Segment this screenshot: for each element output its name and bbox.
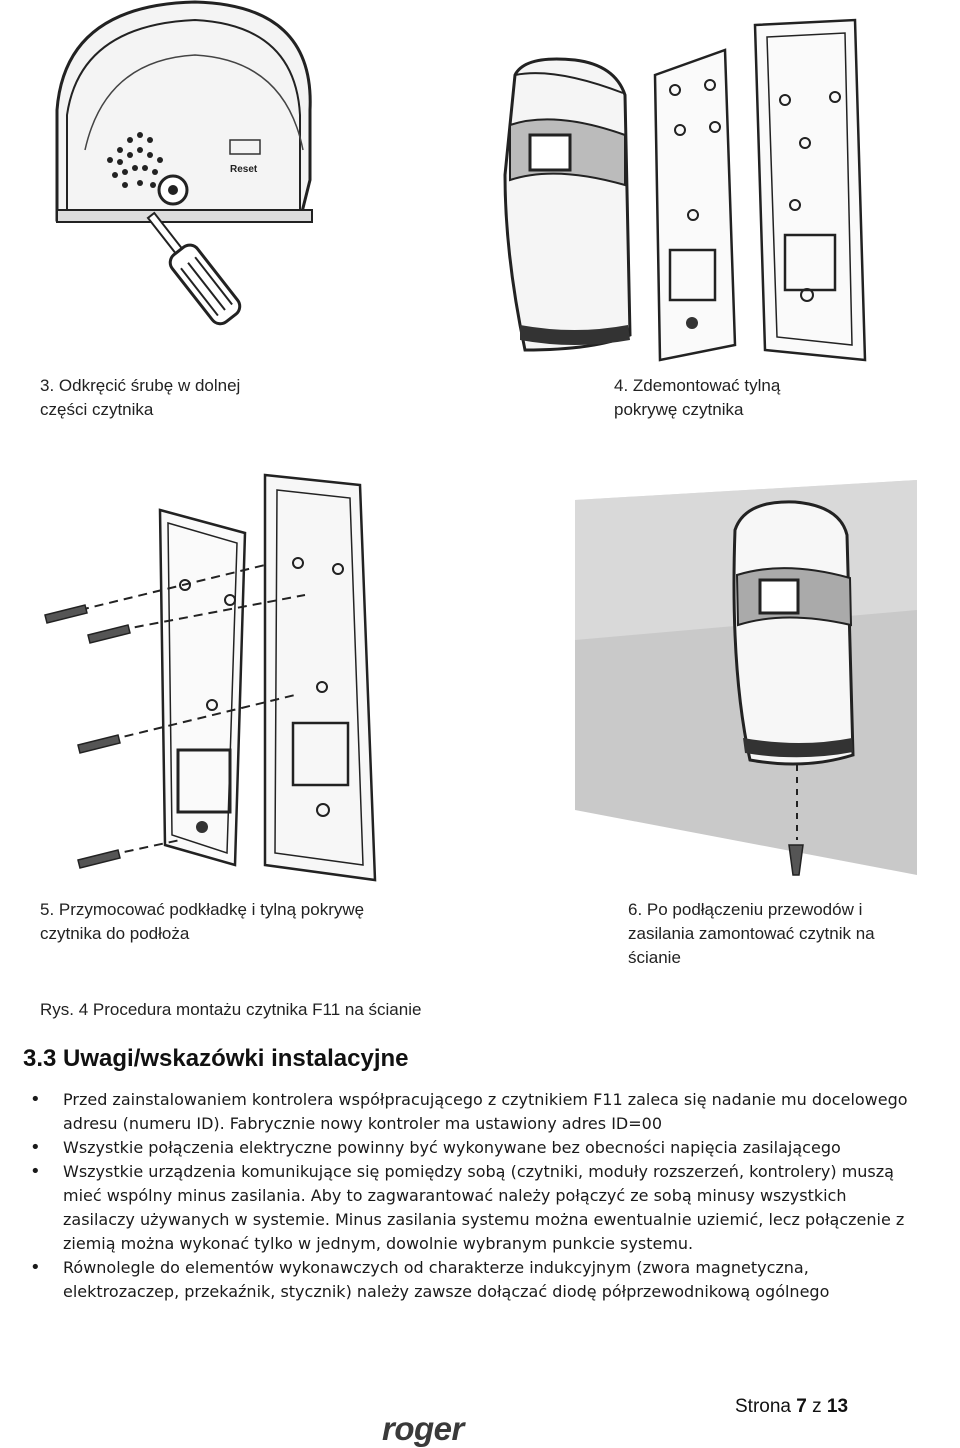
caption-line: 3. Odkręcić śrubę w dolnej: [40, 376, 241, 395]
page-number: Strona 7 z 13: [735, 1396, 848, 1418]
caption-step3: 3. Odkręcić śrubę w dolnej części czytni…: [40, 374, 240, 422]
list-item: Równolegle do elementów wykonawczych od …: [28, 1256, 908, 1304]
caption-step4: 4. Zdemontować tylną pokrywę czytnika: [614, 374, 780, 422]
figure-step3-unscrew: Reset: [45, 0, 325, 345]
caption-line: czytnika do podłoża: [40, 924, 190, 943]
figure-step5-mount-plate: [40, 465, 390, 885]
caption-line: 6. Po podłączeniu przewodów i: [628, 900, 863, 919]
list-item: Wszystkie połączenia elektryczne powinny…: [28, 1136, 908, 1160]
list-item: Przed zainstalowaniem kontrolera współpr…: [28, 1088, 908, 1136]
section-title: 3.3 Uwagi/wskazówki instalacyjne: [23, 1045, 409, 1072]
svg-text:Reset: Reset: [230, 164, 258, 175]
figure-caption: Rys. 4 Procedura montażu czytnika F11 na…: [40, 1000, 422, 1019]
figure-step6-mount-reader: [575, 470, 920, 880]
page-separator: z: [812, 1396, 822, 1417]
caption-line: ścianie: [628, 948, 681, 967]
list-item: Wszystkie urządzenia komunikujące się po…: [28, 1160, 908, 1256]
caption-line: 5. Przymocować podkładkę i tylną pokrywę: [40, 900, 365, 919]
caption-line: zasilania zamontować czytnik na: [628, 924, 875, 943]
figure-step4-remove-cover: [495, 15, 880, 365]
caption-line: pokrywę czytnika: [614, 400, 744, 419]
page-current: 7: [796, 1396, 807, 1417]
caption-step5: 5. Przymocować podkładkę i tylną pokrywę…: [40, 898, 364, 946]
caption-step6: 6. Po podłączeniu przewodów i zasilania …: [628, 898, 875, 970]
page-label: Strona: [735, 1396, 791, 1417]
brand-logo: roger: [382, 1410, 464, 1447]
caption-line: 4. Zdemontować tylną: [614, 376, 781, 395]
caption-line: części czytnika: [40, 400, 154, 419]
page-total: 13: [826, 1396, 849, 1417]
installation-notes-list: Przed zainstalowaniem kontrolera współpr…: [28, 1088, 908, 1304]
